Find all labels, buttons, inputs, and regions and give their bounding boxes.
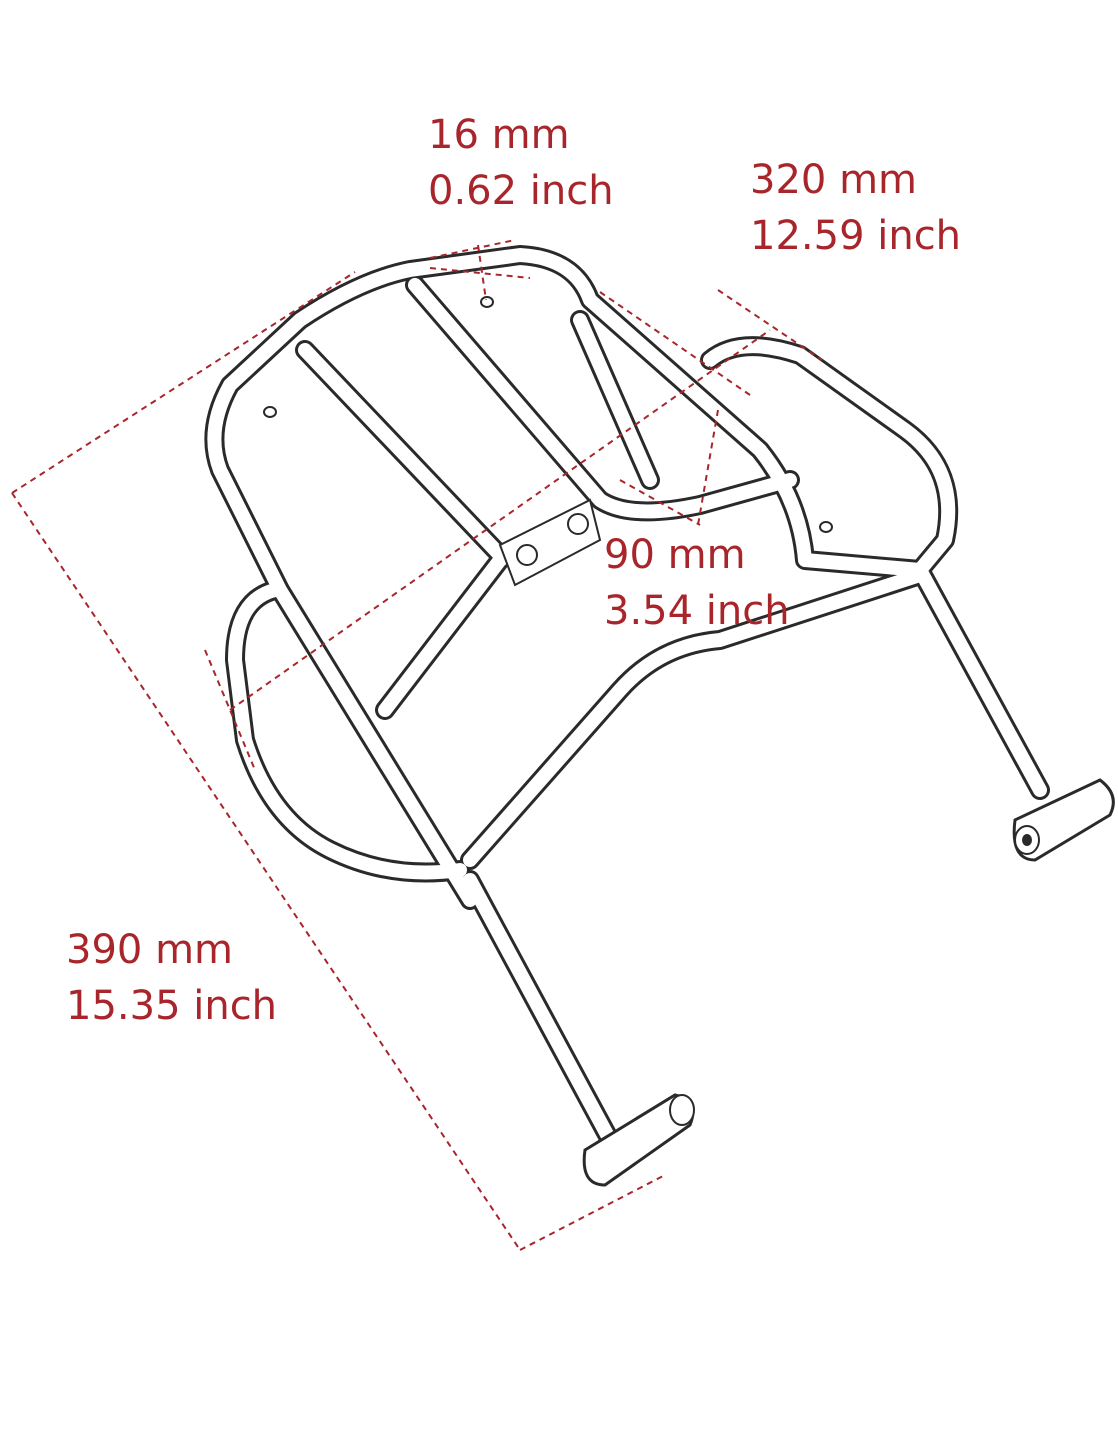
length-imperial: 15.35 inch — [66, 983, 278, 1029]
foot-mount-right — [1012, 778, 1115, 862]
mounting-plate — [498, 498, 602, 587]
width-dim-line — [229, 329, 771, 711]
spacing-imperial: 3.54 inch — [604, 588, 790, 634]
width-dim-extension-right — [717, 289, 823, 361]
tube-imperial: 0.62 inch — [428, 168, 614, 214]
length-dim-extension-bottom — [519, 1174, 666, 1251]
width-imperial: 12.59 inch — [750, 213, 962, 259]
bolts — [263, 296, 833, 533]
tube-dimension-label: 16 mm 0.62 inch — [428, 107, 614, 219]
length-dim-line — [11, 492, 521, 1251]
tube-metric: 16 mm — [428, 112, 570, 158]
dimension-lines — [11, 239, 823, 1251]
tube-dim-line-top — [429, 239, 516, 259]
tube-dim-line-bottom — [429, 267, 531, 279]
width-dimension-label: 320 mm 12.59 inch — [750, 152, 961, 264]
spacing-dimension-label: 90 mm 3.54 inch — [604, 527, 790, 639]
spacing-dim-extension-top — [599, 291, 751, 396]
width-metric: 320 mm — [750, 157, 917, 203]
length-metric: 390 mm — [66, 927, 233, 973]
tube-dim-extension — [477, 244, 487, 301]
foot-mount-left — [582, 1093, 695, 1187]
spacing-metric: 90 mm — [604, 532, 746, 578]
spacing-dim-extension-bottom — [619, 479, 701, 526]
spacing-dim-line — [697, 409, 719, 526]
rack-frame — [204, 245, 1115, 1187]
length-dimension-label: 390 mm 15.35 inch — [66, 922, 277, 1034]
length-dim-extension-top — [11, 271, 356, 494]
